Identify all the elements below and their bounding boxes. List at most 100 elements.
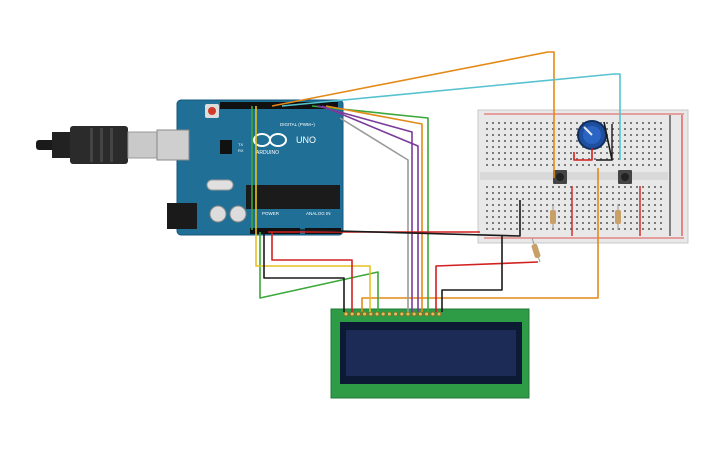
breadboard-hole[interactable] — [642, 228, 644, 230]
breadboard-hole[interactable] — [492, 222, 494, 224]
breadboard-hole[interactable] — [492, 198, 494, 200]
breadboard-hole[interactable] — [618, 192, 620, 194]
breadboard-hole[interactable] — [660, 128, 662, 130]
breadboard-hole[interactable] — [534, 152, 536, 154]
wire-black[interactable] — [441, 236, 503, 312]
breadboard-hole[interactable] — [642, 210, 644, 212]
breadboard-hole[interactable] — [642, 164, 644, 166]
breadboard-hole[interactable] — [510, 128, 512, 130]
breadboard-hole[interactable] — [642, 122, 644, 124]
breadboard-hole[interactable] — [648, 216, 650, 218]
breadboard-hole[interactable] — [582, 228, 584, 230]
breadboard-hole[interactable] — [576, 222, 578, 224]
breadboard-hole[interactable] — [630, 222, 632, 224]
breadboard-hole[interactable] — [486, 128, 488, 130]
breadboard-hole[interactable] — [588, 164, 590, 166]
breadboard-hole[interactable] — [648, 140, 650, 142]
breadboard-hole[interactable] — [510, 192, 512, 194]
breadboard-hole[interactable] — [498, 128, 500, 130]
breadboard-hole[interactable] — [594, 158, 596, 160]
breadboard-hole[interactable] — [522, 204, 524, 206]
potentiometer[interactable] — [577, 120, 607, 150]
wire-red[interactable] — [573, 148, 593, 161]
breadboard-hole[interactable] — [636, 216, 638, 218]
breadboard-hole[interactable] — [624, 134, 626, 136]
breadboard-hole[interactable] — [534, 146, 536, 148]
breadboard-hole[interactable] — [576, 158, 578, 160]
breadboard-hole[interactable] — [588, 222, 590, 224]
breadboard-hole[interactable] — [624, 222, 626, 224]
breadboard-hole[interactable] — [654, 140, 656, 142]
breadboard-hole[interactable] — [504, 204, 506, 206]
breadboard-hole[interactable] — [654, 164, 656, 166]
breadboard-hole[interactable] — [660, 134, 662, 136]
breadboard-hole[interactable] — [618, 186, 620, 188]
breadboard-hole[interactable] — [642, 128, 644, 130]
lcd-pin[interactable] — [399, 311, 405, 317]
breadboard-hole[interactable] — [612, 192, 614, 194]
breadboard-hole[interactable] — [660, 216, 662, 218]
breadboard-hole[interactable] — [618, 158, 620, 160]
breadboard-hole[interactable] — [636, 146, 638, 148]
breadboard-hole[interactable] — [558, 192, 560, 194]
breadboard-hole[interactable] — [534, 210, 536, 212]
breadboard-hole[interactable] — [528, 210, 530, 212]
breadboard-hole[interactable] — [582, 152, 584, 154]
breadboard-hole[interactable] — [582, 198, 584, 200]
breadboard-hole[interactable] — [654, 210, 656, 212]
breadboard-hole[interactable] — [570, 228, 572, 230]
breadboard-hole[interactable] — [600, 210, 602, 212]
breadboard-hole[interactable] — [546, 216, 548, 218]
breadboard-hole[interactable] — [624, 198, 626, 200]
breadboard-hole[interactable] — [498, 140, 500, 142]
lcd-pin[interactable] — [343, 311, 349, 317]
breadboard-hole[interactable] — [498, 198, 500, 200]
breadboard-hole[interactable] — [642, 198, 644, 200]
breadboard-hole[interactable] — [576, 128, 578, 130]
breadboard-hole[interactable] — [570, 140, 572, 142]
breadboard-hole[interactable] — [504, 216, 506, 218]
lcd-display[interactable] — [330, 308, 530, 399]
breadboard-hole[interactable] — [540, 122, 542, 124]
breadboard-hole[interactable] — [546, 204, 548, 206]
breadboard-hole[interactable] — [576, 140, 578, 142]
breadboard-hole[interactable] — [648, 152, 650, 154]
breadboard-hole[interactable] — [564, 216, 566, 218]
breadboard-hole[interactable] — [576, 146, 578, 148]
breadboard-hole[interactable] — [624, 204, 626, 206]
breadboard-hole[interactable] — [660, 140, 662, 142]
breadboard-hole[interactable] — [492, 146, 494, 148]
breadboard-hole[interactable] — [630, 192, 632, 194]
breadboard-hole[interactable] — [540, 158, 542, 160]
breadboard-hole[interactable] — [498, 192, 500, 194]
breadboard-hole[interactable] — [636, 158, 638, 160]
breadboard-hole[interactable] — [600, 164, 602, 166]
breadboard-hole[interactable] — [564, 192, 566, 194]
breadboard-hole[interactable] — [492, 210, 494, 212]
breadboard-hole[interactable] — [600, 198, 602, 200]
breadboard-hole[interactable] — [648, 122, 650, 124]
breadboard-hole[interactable] — [636, 222, 638, 224]
breadboard-hole[interactable] — [552, 152, 554, 154]
breadboard-hole[interactable] — [660, 228, 662, 230]
breadboard-hole[interactable] — [486, 228, 488, 230]
breadboard-hole[interactable] — [612, 122, 614, 124]
breadboard-hole[interactable] — [606, 216, 608, 218]
breadboard-hole[interactable] — [582, 164, 584, 166]
breadboard-hole[interactable] — [492, 192, 494, 194]
breadboard-hole[interactable] — [642, 152, 644, 154]
breadboard-hole[interactable] — [528, 140, 530, 142]
breadboard-hole[interactable] — [516, 192, 518, 194]
breadboard-hole[interactable] — [588, 186, 590, 188]
resistor-3[interactable] — [531, 237, 541, 263]
breadboard-hole[interactable] — [522, 158, 524, 160]
breadboard-hole[interactable] — [558, 186, 560, 188]
breadboard-hole[interactable] — [570, 122, 572, 124]
breadboard-hole[interactable] — [558, 152, 560, 154]
breadboard-hole[interactable] — [576, 204, 578, 206]
breadboard-hole[interactable] — [540, 216, 542, 218]
breadboard-hole[interactable] — [648, 222, 650, 224]
breadboard-hole[interactable] — [570, 222, 572, 224]
lcd-pin[interactable] — [393, 311, 399, 317]
breadboard-hole[interactable] — [504, 222, 506, 224]
